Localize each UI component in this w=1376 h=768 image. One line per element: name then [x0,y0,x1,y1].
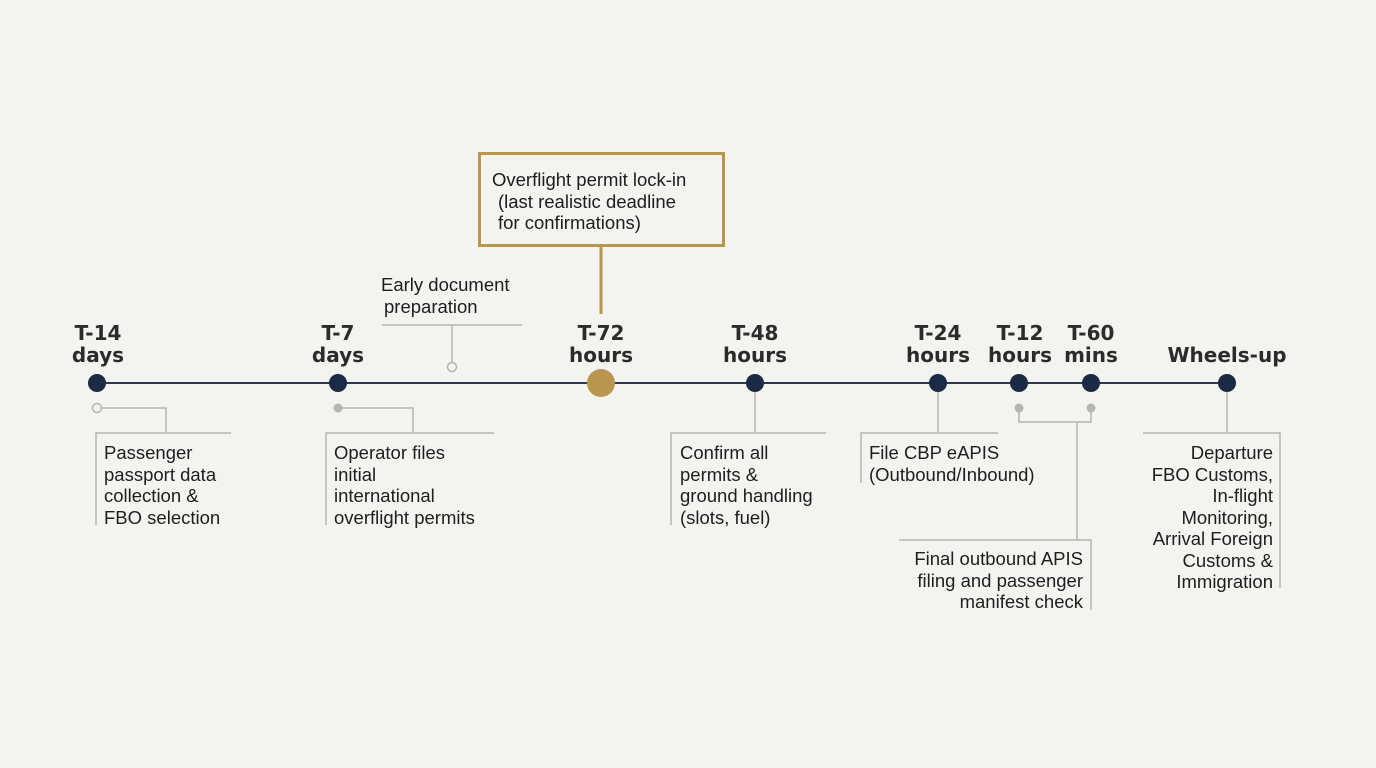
passport-bracket [95,432,231,525]
passport-marker [91,402,103,414]
milestone-node-wheels [1218,374,1236,392]
operator-connector [342,407,414,433]
milestone-node-t48h [746,374,764,392]
cbp-bracket [860,432,998,483]
milestone-label-wheels: Wheels-up [1167,343,1287,367]
passport-connector [102,407,167,433]
milestone-node-t7d [329,374,347,392]
early-document-note: Early document preparation [381,274,510,317]
milestone-node-t60m [1082,374,1100,392]
milestone-node-t24h [929,374,947,392]
callout-line: Overflight permit lock-in [492,169,687,190]
milestone-node-t72h [587,369,615,397]
departure-bracket [1143,432,1281,588]
final-bracket [899,539,1092,610]
early-doc-marker [446,361,458,373]
final-marker-b [1086,403,1096,413]
final-marker-a [1014,403,1024,413]
operator-marker [333,403,343,413]
operator-bracket [325,432,494,525]
callout-line: for confirmations) [498,212,641,233]
milestone-node-t14d [88,374,106,392]
confirm-bracket [670,432,826,525]
callout-line: (last realistic deadline [498,190,676,212]
note-cbp: File CBP eAPIS(Outbound/Inbound) [869,442,1035,485]
final-join [1018,412,1092,423]
milestone-node-t12h [1010,374,1028,392]
overflight-lockin-callout: Overflight permit lock-in (last realisti… [478,152,725,247]
